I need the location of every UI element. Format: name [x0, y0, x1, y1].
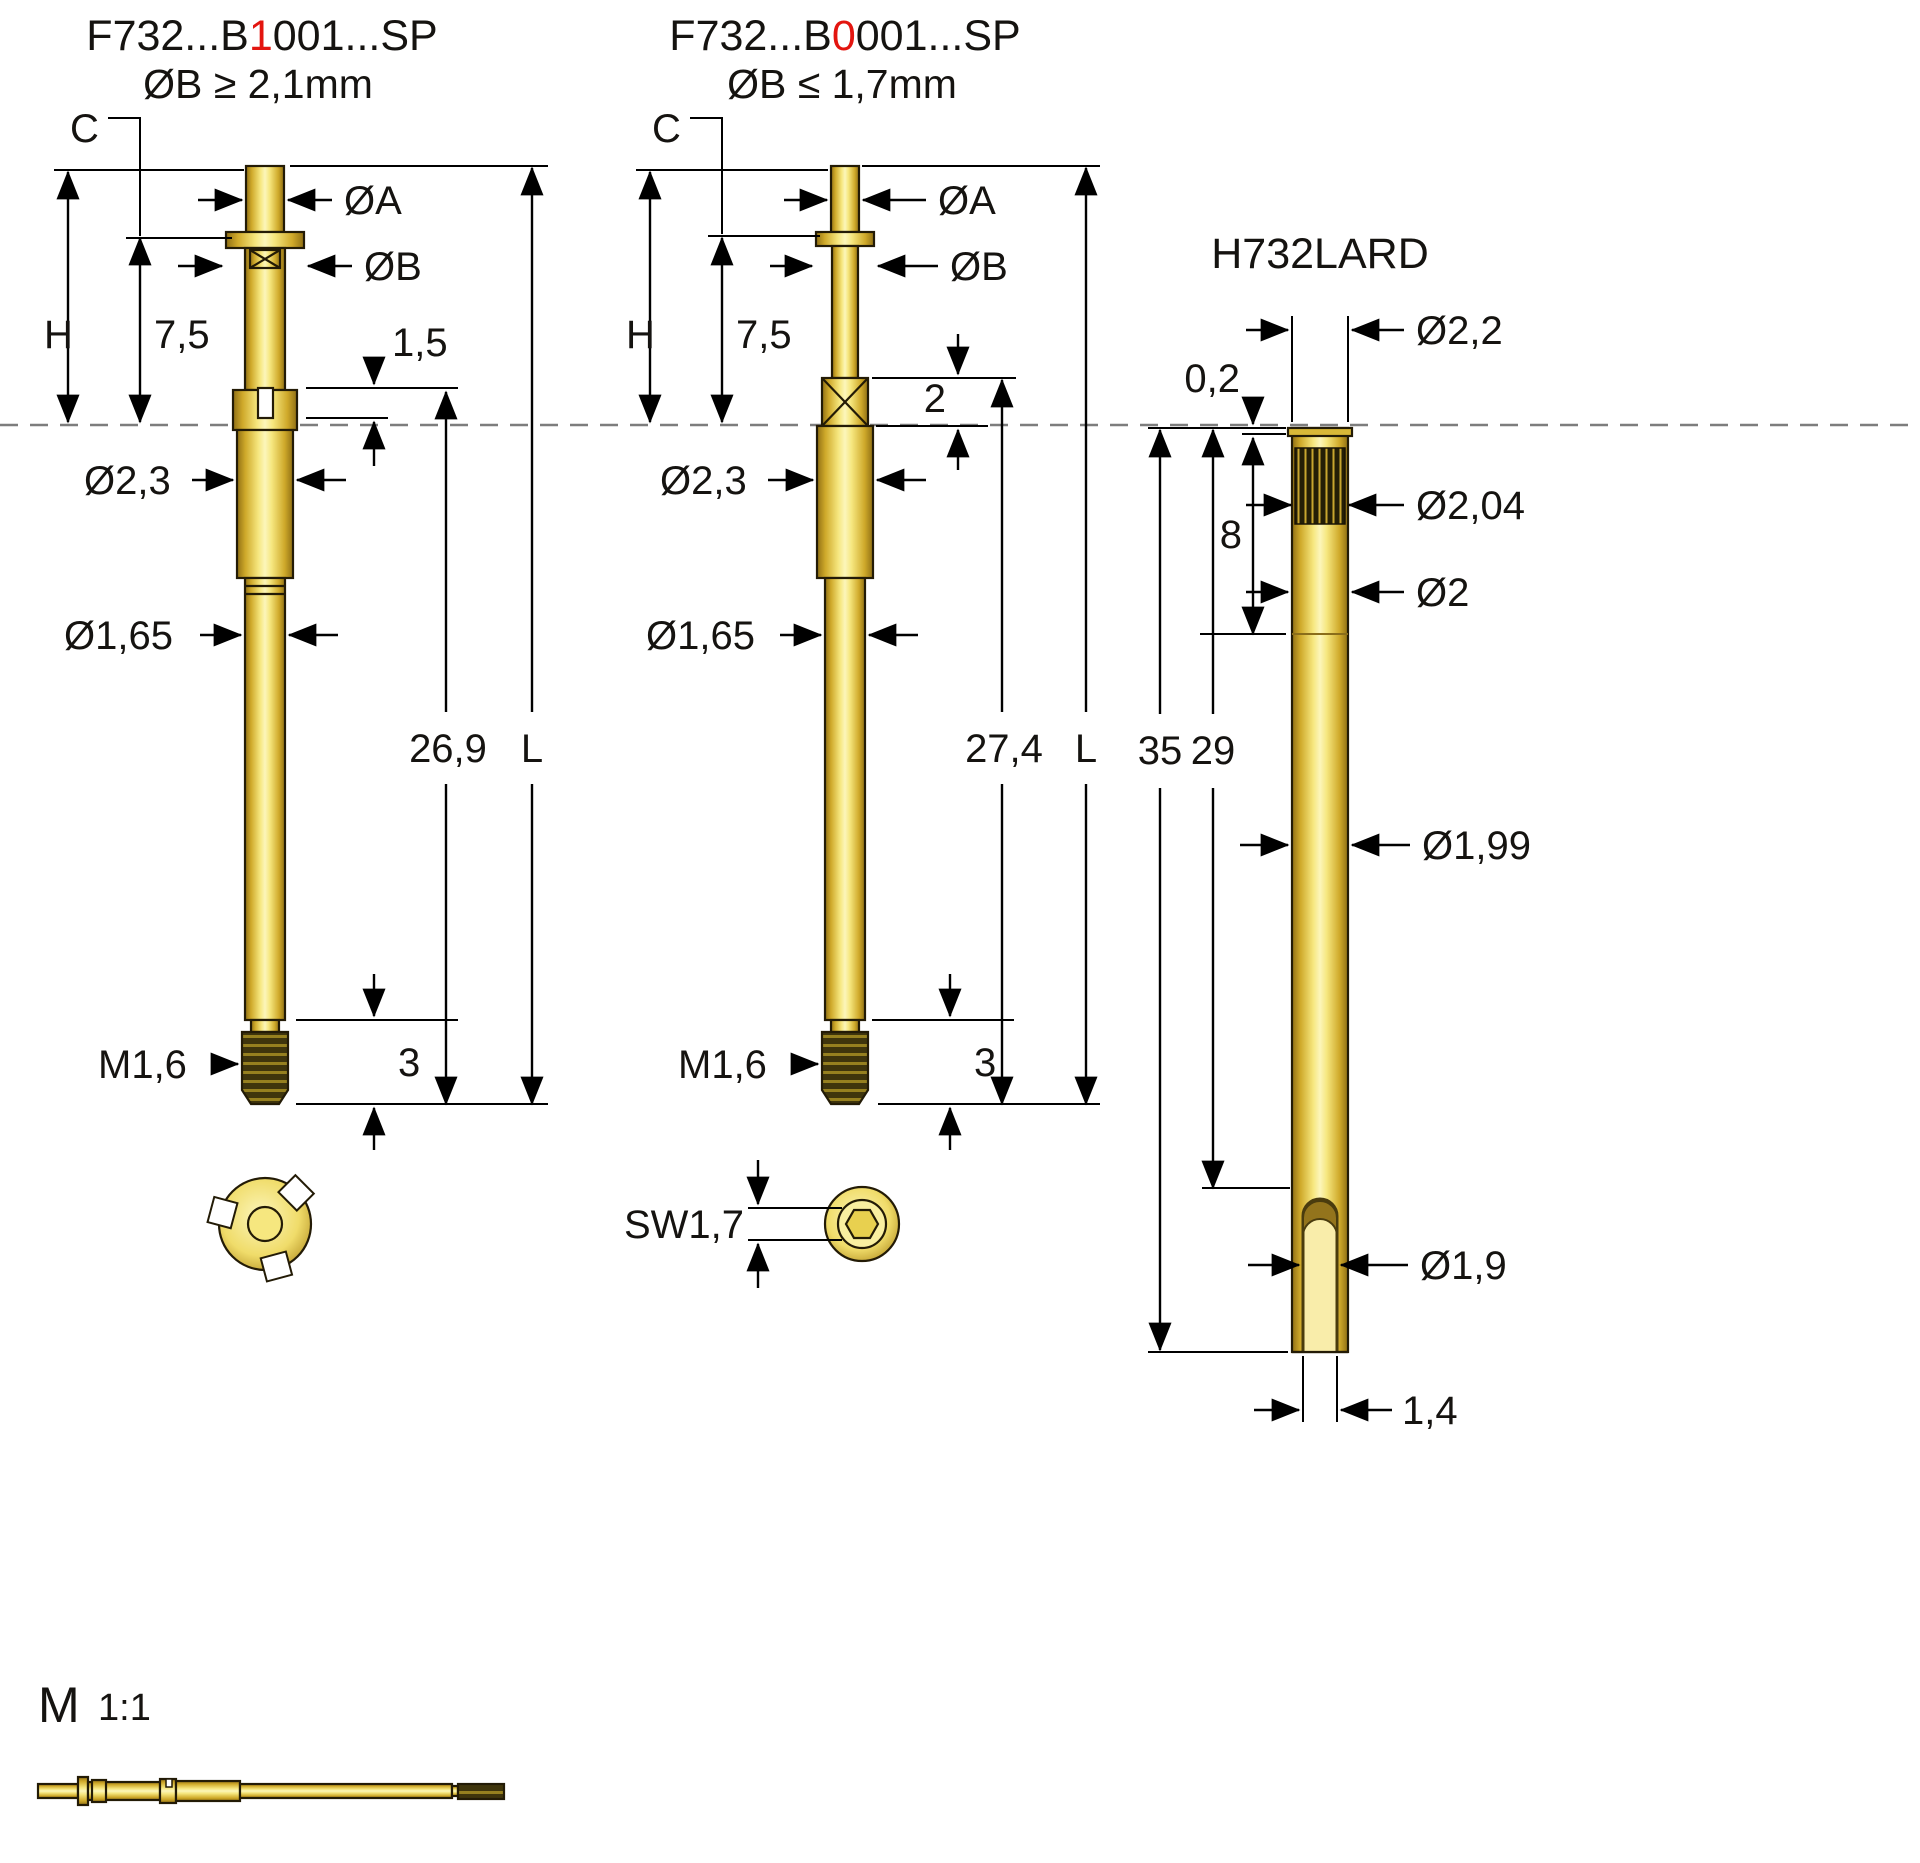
receptacle-rim: [1286, 426, 1354, 438]
middle-dim-27-4: 27,4: [965, 727, 1043, 771]
left-dim-7-5: 7,5: [154, 313, 210, 357]
scale-label-m: M: [38, 1677, 80, 1733]
recept-dim-dia-2: Ø2: [1416, 571, 1469, 615]
left-pin-title-suffix: 001...SP: [273, 12, 438, 60]
recept-dim-dia-2-04: Ø2,04: [1416, 484, 1525, 528]
middle-dim-dia-b: ØB: [950, 245, 1008, 289]
middle-pin-thread: [820, 1030, 870, 1106]
left-pin-slot-notch: [256, 386, 275, 420]
left-pin-crimp-box: [248, 248, 282, 270]
middle-pin-title-suffix: 001...SP: [856, 12, 1021, 60]
scale-label-ratio: 1:1: [98, 1687, 151, 1729]
middle-pin-dimensions: C H 7,5 ØA ØB 2 Ø2,3 Ø1,65 27,4 L M1,: [624, 107, 1100, 1288]
middle-pin-subtitle: ØB ≤ 1,7mm: [727, 61, 957, 107]
recept-dim-1-4: 1,4: [1402, 1389, 1458, 1433]
middle-dim-m1-6: M1,6: [678, 1043, 767, 1087]
middle-dim-3: 3: [974, 1041, 996, 1085]
recept-dim-29: 29: [1191, 729, 1236, 773]
middle-dim-2: 2: [924, 377, 946, 421]
left-pin-tip-bottom-view: [206, 1173, 316, 1283]
middle-pin-crimp-box: [820, 376, 870, 428]
middle-dim-l: L: [1075, 727, 1097, 771]
middle-pin-title: F732...B0001...SP: [669, 12, 1020, 60]
middle-pin-title-prefix: F732...B: [669, 12, 832, 60]
middle-pin-title-red-char: 0: [832, 12, 856, 60]
middle-pin-drawing: [814, 164, 876, 1106]
left-pin-title: F732...B1001...SP: [86, 12, 437, 60]
recept-dim-35: 35: [1138, 729, 1183, 773]
left-dim-dia-b: ØB: [364, 245, 422, 289]
left-pin-title-red-char: 1: [249, 12, 273, 60]
recept-dim-0-2: 0,2: [1184, 357, 1240, 401]
left-pin-thread: [240, 1030, 290, 1106]
middle-pin-hex-bottom-view: [823, 1185, 901, 1263]
middle-dim-dia-1-65: Ø1,65: [646, 614, 755, 658]
left-pin-drawing: [224, 164, 306, 1106]
scale-1-1-pin-drawing: [36, 1775, 506, 1807]
left-dim-m1-6: M1,6: [98, 1043, 187, 1087]
recept-dim-dia-1-9: Ø1,9: [1420, 1244, 1507, 1288]
left-pin-subtitle: ØB ≥ 2,1mm: [143, 61, 373, 107]
left-dim-h: H: [44, 313, 73, 357]
left-dim-1-5: 1,5: [392, 321, 448, 365]
middle-dim-dia-a: ØA: [938, 179, 996, 223]
receptacle-title: H732LARD: [1211, 230, 1429, 278]
left-dim-dia-2-3: Ø2,3: [84, 459, 171, 503]
left-dim-c: C: [70, 107, 99, 151]
left-dim-l: L: [521, 727, 543, 771]
middle-dim-7-5: 7,5: [736, 313, 792, 357]
recept-dim-dia-2-2: Ø2,2: [1416, 309, 1503, 353]
receptacle-tip-cut-arc: [1302, 1200, 1338, 1237]
receptacle-knurl-band: [1294, 447, 1346, 525]
middle-dim-dia-2-3: Ø2,3: [660, 459, 747, 503]
middle-dim-h: H: [626, 313, 655, 357]
recept-dim-8: 8: [1220, 513, 1242, 557]
left-pin-dimensions: C H 7,5 ØA ØB 1,5 Ø2,3 Ø1,65 26,9 L M: [44, 107, 548, 1150]
left-dim-3: 3: [398, 1041, 420, 1085]
middle-dim-c: C: [652, 107, 681, 151]
receptacle-dimensions: 0,2 Ø2,2 8 Ø2,04 Ø2 35 29 Ø1,99 Ø1,9: [1138, 309, 1531, 1433]
receptacle-drawing: [1286, 426, 1354, 1354]
middle-dim-sw1-7: SW1,7: [624, 1203, 744, 1247]
left-dim-dia-1-65: Ø1,65: [64, 614, 173, 658]
recept-dim-dia-1-99: Ø1,99: [1422, 824, 1531, 868]
left-pin-title-prefix: F732...B: [86, 12, 249, 60]
left-dim-dia-a: ØA: [344, 179, 402, 223]
left-dim-26-9: 26,9: [409, 727, 487, 771]
